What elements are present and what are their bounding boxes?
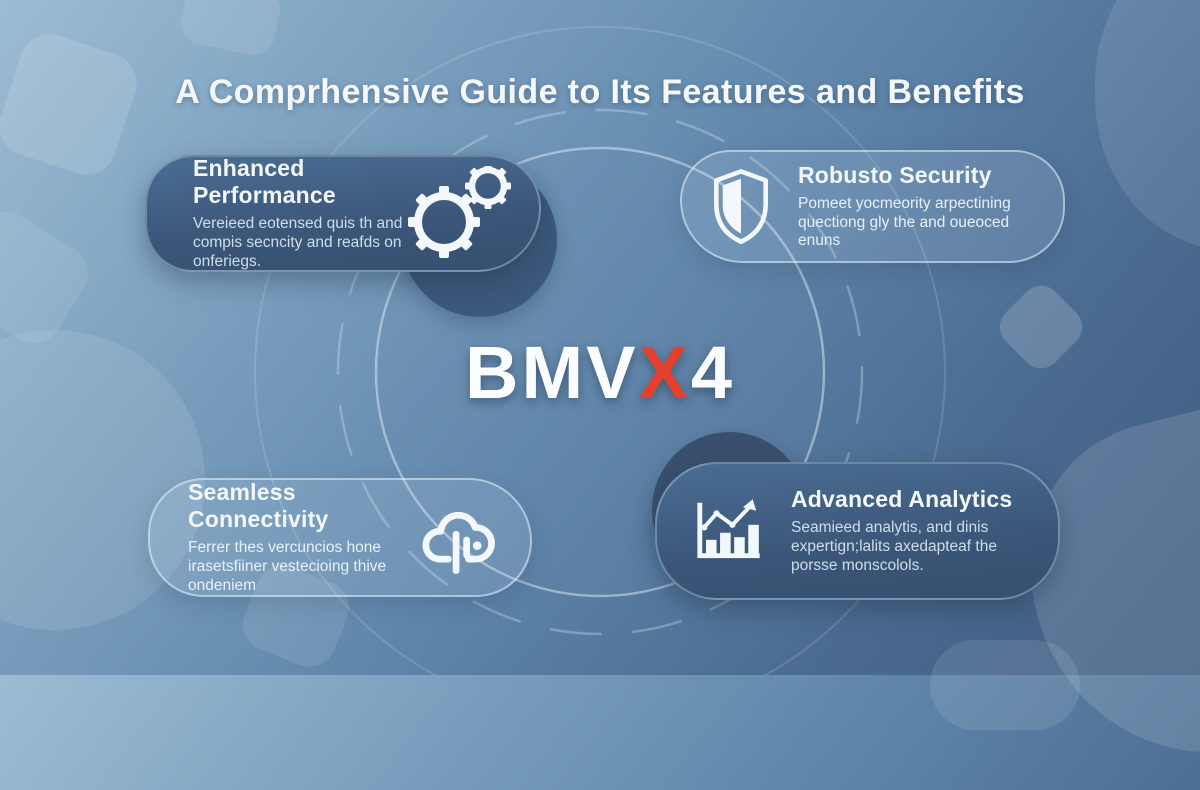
page-title: A Comprhensive Guide to Its Features and…: [175, 72, 1025, 111]
card-description: Pomeet yocmeority arpectining quectiong …: [798, 194, 1011, 250]
card-description: Vereieed eotensed quis th and compis sec…: [193, 215, 403, 270]
card-description: Ferrer thes vercuncios hone irasetsfiine…: [188, 539, 387, 594]
cloud-data-icon: [408, 497, 508, 579]
feature-card-robust-security: Robusto Security Pomeet yocmeority arpec…: [680, 150, 1065, 263]
feature-card-seamless-connectivity: Seamless Connectivity Ferrer thes vercun…: [148, 478, 532, 597]
product-name-prefix: BMV: [465, 331, 639, 414]
product-name: BMVX4: [0, 330, 1200, 415]
card-title: Seamless Connectivity: [188, 479, 329, 533]
product-name-suffix: 4: [690, 331, 735, 414]
product-name-accent-letter: X: [638, 331, 691, 414]
feature-card-advanced-analytics: Advanced Analytics Seamieed analytis, an…: [655, 462, 1060, 600]
card-title: Advanced Analytics: [791, 486, 1013, 513]
card-description: Seamieed analytis, and dinis expertign;l…: [791, 519, 997, 574]
bar-chart-trend-icon: [691, 494, 765, 568]
card-title: Enhanced Performance: [193, 155, 336, 209]
gears-icon: [405, 165, 515, 262]
shield-icon: [708, 167, 774, 247]
feature-card-enhanced-performance: Enhanced Performance Vereieed eotensed q…: [145, 155, 541, 272]
card-title: Robusto Security: [798, 161, 992, 188]
